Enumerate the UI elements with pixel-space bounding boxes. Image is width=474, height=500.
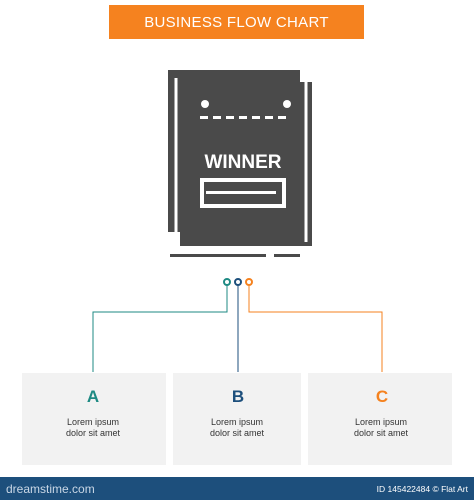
step-letter-b: B bbox=[231, 387, 245, 406]
step-text-a: Lorem ipsum dolor sit amet bbox=[48, 417, 138, 439]
step-panel-b bbox=[173, 373, 301, 465]
connector-dot-c bbox=[245, 278, 253, 286]
chart-title-banner: BUSINESS FLOW CHART bbox=[109, 5, 364, 39]
winner-label: WINNER bbox=[204, 152, 281, 173]
step-text-c: Lorem ipsum dolor sit amet bbox=[336, 417, 426, 439]
step-panel-c bbox=[308, 373, 452, 465]
step-text-b-line1: Lorem ipsum bbox=[210, 417, 264, 427]
flow-connectors bbox=[92, 278, 383, 372]
step-text-c-line1: Lorem ipsum bbox=[354, 417, 408, 427]
chart-title: BUSINESS FLOW CHART bbox=[144, 13, 329, 31]
connector-dot-a bbox=[223, 278, 231, 286]
footer-bar: dreamstime.com ID 145422484 © Flat Art bbox=[0, 477, 474, 500]
step-text-a-line2: dolor sit amet bbox=[65, 428, 121, 438]
step-letter-c: C bbox=[375, 387, 389, 406]
winner-document-icon: WINNER bbox=[168, 70, 312, 257]
footer-id: ID 145422484 © Flat Art bbox=[376, 484, 468, 494]
connector-line-c bbox=[248, 285, 383, 372]
step-text-b-line2: dolor sit amet bbox=[209, 428, 265, 438]
step-text-b: Lorem ipsum dolor sit amet bbox=[192, 417, 282, 439]
step-text-c-line2: dolor sit amet bbox=[353, 428, 409, 438]
footer-watermark: dreamstime.com bbox=[6, 482, 95, 496]
step-letter-a: A bbox=[86, 387, 100, 406]
connector-dot-b bbox=[234, 278, 242, 286]
step-text-a-line1: Lorem ipsum bbox=[66, 417, 120, 427]
connector-line-a bbox=[92, 285, 228, 372]
dashed-line bbox=[200, 116, 286, 119]
step-panel-a bbox=[22, 373, 166, 465]
